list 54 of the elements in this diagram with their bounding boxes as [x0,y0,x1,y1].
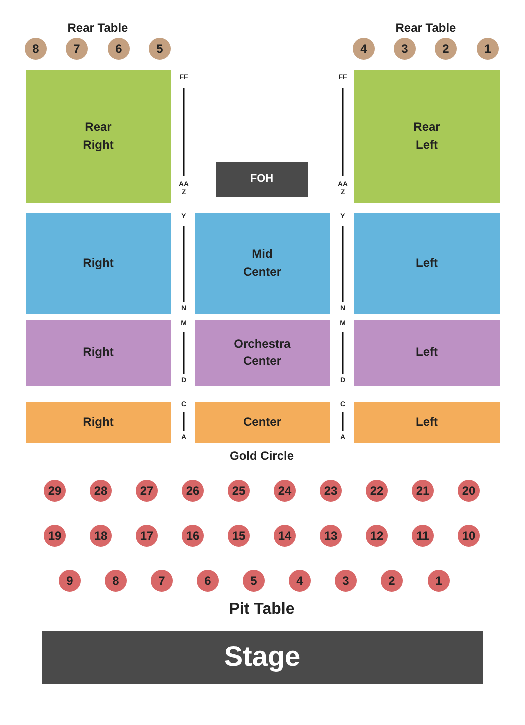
table-seat: 5 [149,38,171,60]
table-seat: 3 [335,570,357,592]
area-heading: Pit Table [229,601,295,619]
table-seat: 4 [353,38,375,60]
seating-section: Orchestra Center [195,320,330,386]
table-seat: 4 [289,570,311,592]
table-seat: 11 [412,525,434,547]
table-seat: 12 [366,525,388,547]
table-seat: 8 [25,38,47,60]
table-seat: 29 [44,480,66,502]
table-seat: 7 [66,38,88,60]
area-heading: Rear Table [396,21,456,35]
table-seat: 3 [394,38,416,60]
area-heading: Rear Table [68,21,128,35]
seating-section: Right [26,213,171,314]
table-seat: 25 [228,480,250,502]
seating-section: Left [354,213,500,314]
table-seat: 10 [458,525,480,547]
table-seat: 21 [412,480,434,502]
stage-block: Stage [42,631,483,684]
table-seat: 28 [90,480,112,502]
table-seat: 2 [435,38,457,60]
seating-section: Mid Center [195,213,330,314]
table-seat: 20 [458,480,480,502]
table-seat: 13 [320,525,342,547]
seating-section: Rear Left [354,70,500,203]
table-seat: 5 [243,570,265,592]
table-seat: 9 [59,570,81,592]
table-seat: 14 [274,525,296,547]
table-seat: 27 [136,480,158,502]
foh-booth: FOH [216,162,308,197]
table-seat: 6 [108,38,130,60]
table-seat: 7 [151,570,173,592]
table-seat: 22 [366,480,388,502]
table-seat: 8 [105,570,127,592]
table-seat: 15 [228,525,250,547]
seating-section: Right [26,320,171,386]
table-seat: 17 [136,525,158,547]
seating-section: Left [354,402,500,443]
area-heading: Gold Circle [230,449,294,463]
seating-section: Rear Right [26,70,171,203]
seating-section: Right [26,402,171,443]
table-seat: 24 [274,480,296,502]
table-seat: 16 [182,525,204,547]
seating-section: Center [195,402,330,443]
table-seat: 18 [90,525,112,547]
seating-section: Left [354,320,500,386]
table-seat: 6 [197,570,219,592]
table-seat: 23 [320,480,342,502]
table-seat: 26 [182,480,204,502]
table-seat: 19 [44,525,66,547]
table-seat: 2 [381,570,403,592]
table-seat: 1 [477,38,499,60]
table-seat: 1 [428,570,450,592]
